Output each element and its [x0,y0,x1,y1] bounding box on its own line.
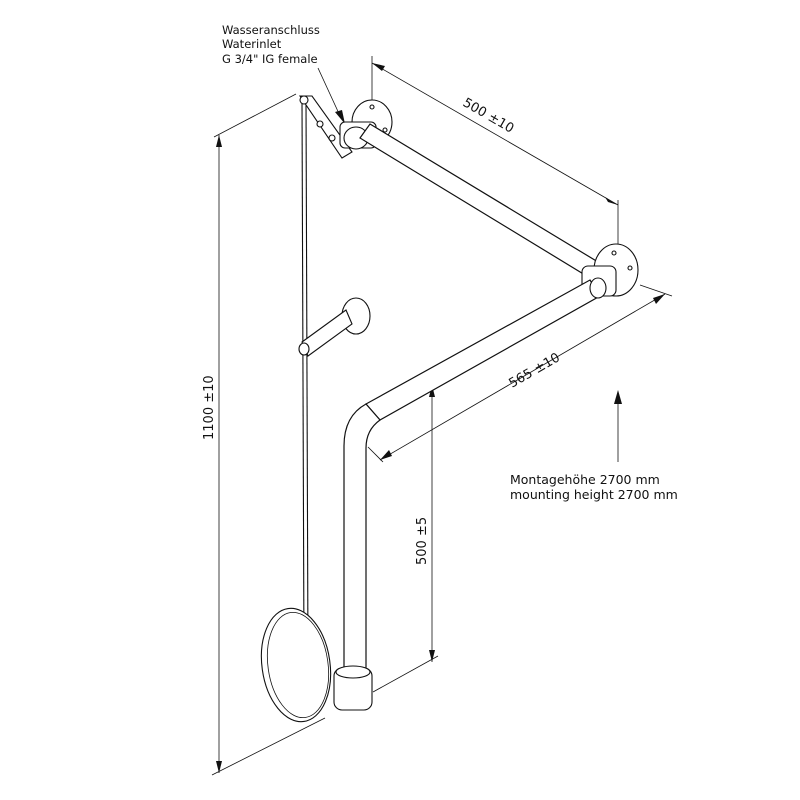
water-inlet-label-en: Waterinlet [222,37,282,51]
drop-height-dimension: 500 ±5 [372,385,439,693]
shower-head-inner [266,611,330,719]
bend-and-drop-body [343,403,381,671]
valve-lever [298,95,353,159]
shower-head [260,607,373,723]
vertical-drop-pipe [343,403,381,671]
mounting-height-note: Montagehöhe 2700 mm mounting height 2700… [510,390,678,502]
extension-line-right [639,284,673,297]
flange-screw-2 [382,127,388,133]
connector-top-ring [335,665,371,679]
extension-line-bottom [372,655,439,693]
inlet-leader-line [317,67,342,119]
dim-arrow-right [605,197,618,205]
dim-arrow-left [380,450,392,460]
dim-arrow-top [216,135,222,147]
diagonal-arm-dimension: 565 ±10 [367,284,673,463]
total-height-dimension: 1100 ±10 [202,93,326,776]
lever-hole-1 [316,120,324,128]
pull-rod-line-a [301,99,305,661]
water-inlet-note: Wasseranschluss Waterinlet G 3/4" IG fem… [222,23,345,124]
lever-arm [298,95,353,159]
inlet-leader-arrowhead [335,110,345,124]
top-arm-dim-line [371,62,619,206]
flange-screw-2 [627,265,633,271]
dim-arrow-left [372,63,385,71]
top-arm-pipe [359,123,599,279]
lever-hole-2 [328,134,336,142]
mounting-height-arrowhead [614,390,622,404]
bracket-end [298,342,310,356]
pull-rod-line-b [305,99,309,661]
extension-line-top [213,93,297,138]
support-bracket [298,297,371,357]
total-height-dim-text: 1100 ±10 [202,375,217,440]
diagonal-arm-collar [589,277,607,299]
dim-arrow-right [653,294,665,304]
diagonal-dim-text: 565 ±10 [507,350,563,391]
top-arm-body [359,123,599,279]
diagonal-dim-line [379,293,666,461]
dim-arrow-bottom [216,761,222,773]
mounting-height-label-en: mounting height 2700 mm [510,487,678,502]
flange-screw-1 [611,250,617,256]
flange-screw-1 [369,104,375,110]
pull-rod [301,99,309,661]
shower-head-outer [260,607,332,723]
water-inlet-label-de: Wasseranschluss [222,23,320,37]
drop-dim-text: 500 ±5 [415,517,430,565]
lever-pivot [299,95,309,105]
extension-line-bottom [211,717,326,776]
diagonal-arm-body [365,279,601,421]
dim-arrow-bottom [429,650,435,662]
mounting-height-label-de: Montagehöhe 2700 mm [510,472,660,487]
water-inlet-thread-label: G 3/4" IG female [222,52,318,66]
